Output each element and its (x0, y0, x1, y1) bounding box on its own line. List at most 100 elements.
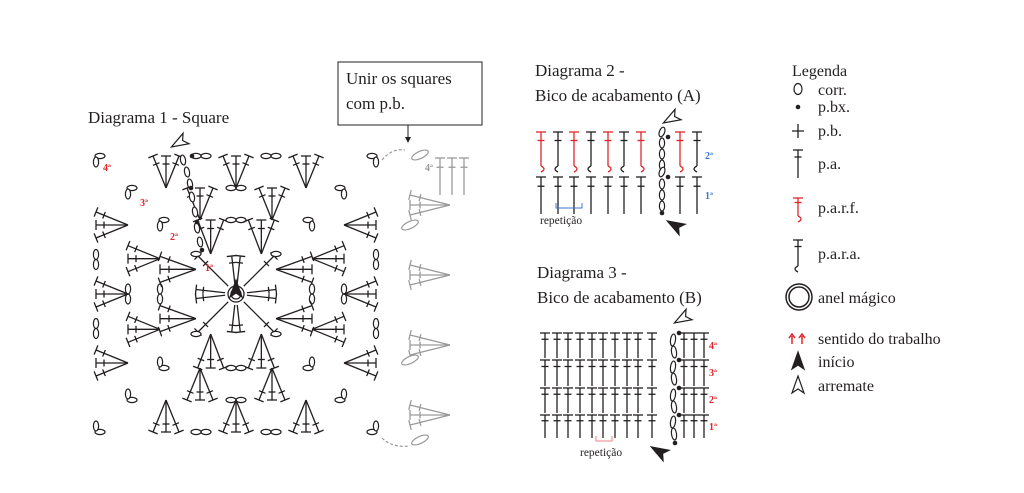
double-crochet-symbol (93, 224, 129, 243)
stitch-post (127, 245, 161, 260)
double-crochet-symbol (161, 155, 171, 188)
d3-round-label-4: 4ª (709, 341, 717, 352)
stitch-top-bar (93, 233, 99, 243)
double-crochet-symbol (267, 368, 277, 401)
arrow-shape (661, 107, 683, 124)
stitch-post (222, 155, 237, 189)
stitch-yarn-over (418, 193, 422, 202)
chain-stitch-oval (308, 220, 316, 232)
stitch-yarn-over (258, 194, 266, 198)
chain-stitch-oval (225, 184, 237, 192)
double-crochet-symbol (699, 387, 709, 413)
chain-stitch-oval (156, 356, 164, 368)
double-crochet-symbol (159, 313, 196, 324)
front-post-dc-symbol (675, 131, 685, 173)
double-crochet-symbol (587, 332, 597, 358)
stitch-yarn-over (222, 162, 230, 166)
chain-stitch-oval (669, 360, 677, 374)
double-crochet-symbol (689, 387, 699, 413)
stitch-post (409, 274, 451, 286)
double-crochet-symbol (254, 185, 273, 221)
stitch-top-bar (244, 429, 254, 435)
double-crochet-symbol (459, 157, 469, 195)
chain-stitch-oval (190, 428, 202, 436)
stitch-post (409, 204, 451, 216)
double-crochet-symbol (165, 399, 184, 435)
double-crochet-symbol (243, 252, 278, 287)
double-crochet-symbol (235, 399, 254, 435)
stitch-post (236, 304, 241, 333)
legend-label-para: p.a.r.a. (818, 246, 861, 263)
note-pointer-arrowhead (405, 137, 411, 143)
chain-stitch-oval (340, 188, 348, 200)
chain-stitch-oval (200, 428, 212, 436)
double-crochet-symbol (231, 400, 241, 433)
round-label-2: 2ª (170, 232, 178, 243)
double-crochet-symbol (195, 368, 205, 401)
join-note-box (337, 61, 483, 126)
stitch-post (127, 258, 161, 273)
double-crochet-symbol (226, 304, 237, 334)
double-crochet-symbol (408, 329, 451, 346)
double-crochet-symbol (235, 304, 246, 334)
stitch-yarn-over (167, 256, 171, 264)
double-crochet-symbol (125, 328, 161, 348)
stitch-top-bar (93, 207, 99, 217)
chain-stitch-oval (260, 428, 272, 436)
stitch-post (95, 362, 129, 377)
stitch-yarn-over (102, 280, 106, 288)
double-crochet-symbol (182, 367, 201, 403)
stitch-post (222, 399, 237, 433)
chain-stitch-oval (401, 354, 419, 366)
double-crochet-symbol (536, 176, 546, 214)
double-crochet-symbol (275, 268, 315, 288)
double-crochet-symbol (312, 324, 345, 335)
double-crochet-symbol (271, 367, 290, 403)
join-dashed-line (381, 149, 406, 161)
chain-stitch-oval (372, 156, 380, 168)
double-crochet-icon (793, 149, 803, 178)
stitch-yarn-over (418, 418, 422, 427)
magic-ring-icon-inner (788, 286, 810, 308)
double-crochet-symbol (305, 399, 324, 435)
stitch-post (243, 301, 275, 333)
diagram2-title-line1: Diagrama 2 - (535, 61, 625, 80)
post-hook (794, 265, 799, 273)
double-crochet-symbol (633, 332, 643, 358)
stitch-yarn-over (258, 390, 266, 394)
chain-stitch-oval (411, 434, 429, 446)
stitch-yarn-over (301, 275, 305, 283)
chain-stitch-oval (235, 364, 247, 372)
double-crochet-symbol (408, 189, 451, 206)
stitch-top-bar (341, 337, 347, 348)
legend-title: Legenda (792, 63, 847, 80)
chain-stitch-oval (270, 152, 282, 160)
double-crochet-symbol (312, 253, 345, 264)
double-crochet-symbol (148, 153, 167, 189)
stitch-top-bar (244, 153, 254, 159)
double-crochet-symbol (301, 155, 311, 188)
double-crochet-symbol (210, 333, 229, 371)
stitch-post (95, 280, 129, 295)
stitch-post (199, 367, 214, 401)
stitch-yarn-over (267, 286, 270, 294)
double-crochet-symbol (243, 301, 278, 336)
stitch-yarn-over (334, 245, 338, 253)
stitch-post (247, 333, 262, 369)
stitch-yarn-over (186, 390, 194, 394)
start-arrow-icon (790, 350, 806, 371)
double-crochet-symbol (679, 387, 689, 413)
stitch-post (258, 367, 273, 401)
double-crochet-symbol (125, 258, 161, 277)
start-arrow-icon (649, 446, 671, 463)
stitch-yarn-over (366, 280, 370, 288)
double-crochet-symbol (95, 289, 128, 299)
stitch-post (343, 224, 377, 239)
chain-stitch-oval (658, 166, 666, 178)
stitch-yarn-over (263, 321, 270, 328)
chain-stitch-oval (372, 317, 380, 330)
stitch-yarn-over (418, 278, 422, 287)
double-crochet-symbol (93, 276, 129, 295)
stitch-top-bar (373, 371, 379, 381)
